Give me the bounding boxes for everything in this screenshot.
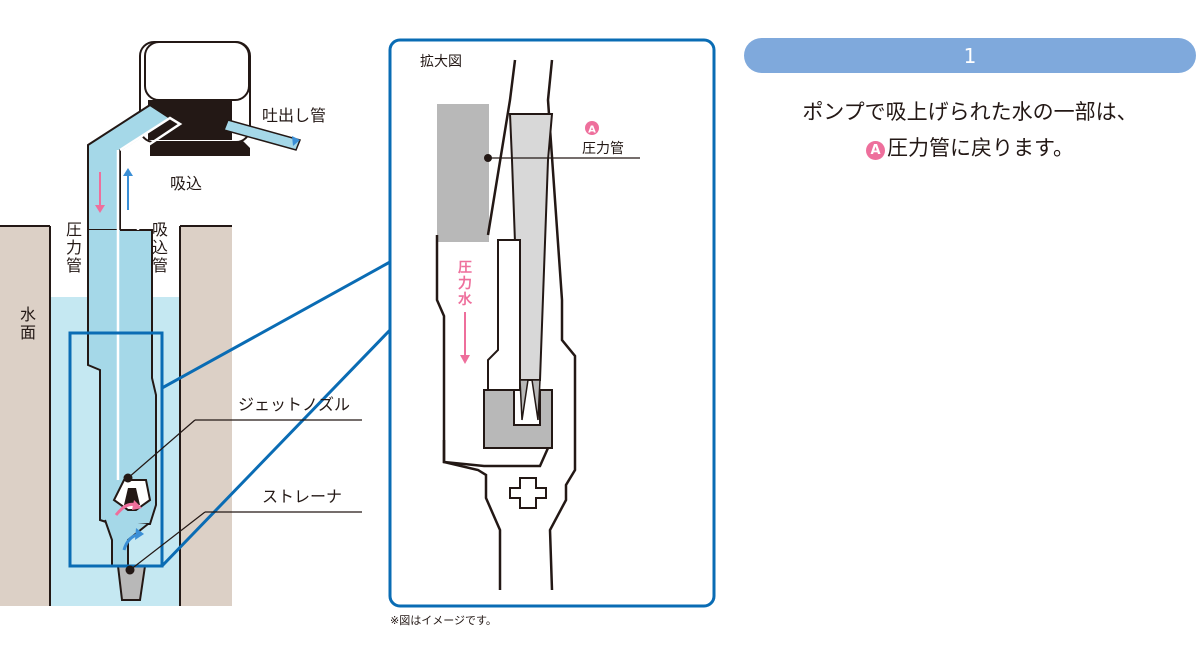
suction-pipe-vertical-label: 吸 込 管: [152, 220, 168, 275]
pressure-pipe-vertical-label: 圧 力 管: [66, 220, 82, 275]
marker-a: [585, 121, 599, 135]
pipes: [87, 103, 183, 601]
strainer-label: ストレーナ: [262, 487, 342, 506]
image-note: ※図はイメージです。: [390, 614, 497, 627]
pressure-pipe-char-2: 力: [66, 238, 82, 257]
pressure-water-arrow: [460, 355, 470, 364]
pressure-water-char-2: 力: [458, 275, 472, 292]
marker-a-badge: A: [866, 141, 886, 160]
step-line-1: ポンプで吸上げられた水の一部は、: [802, 100, 1138, 124]
suction-pipe-char-3: 管: [152, 256, 168, 275]
water-surface-vertical-label: 水 面: [20, 305, 36, 342]
soil-right: [180, 226, 232, 606]
suction-pipe-char-2: 込: [152, 238, 168, 257]
suction-pipe-char-1: 吸: [152, 220, 168, 239]
pump-head: [139, 41, 302, 156]
pressure-pipe-char-3: 管: [66, 256, 82, 275]
zoom-panel: 拡大図 A 圧力管 圧 力 水: [388, 38, 716, 608]
marker-a-letter: A: [588, 125, 596, 136]
jet-nozzle-label: ジェットノズル: [238, 395, 350, 414]
zoom-frame: [68, 331, 164, 568]
suction-label: 吸込: [170, 174, 202, 193]
water-surface-char-1: 水: [20, 305, 36, 324]
pressure-water-char-3: 水: [458, 291, 473, 308]
pressure-water-char-1: 圧: [458, 260, 472, 276]
step-number-bar: 1: [744, 38, 1196, 73]
soil-left: [0, 226, 50, 606]
step-line-2: 圧力管に戻ります。: [887, 136, 1074, 160]
zoom-pressure-pipe-label: 圧力管: [582, 141, 624, 157]
zoom-panel-title: 拡大図: [420, 54, 462, 70]
pressure-water-vertical-label: 圧 力 水: [458, 260, 473, 308]
water-surface-char-2: 面: [20, 323, 36, 342]
well-diagram: 吐出し管 吸込 圧 力 管 吸 込 管 水 面 ジェットノズル ストレーナ: [0, 41, 392, 606]
flow-arrows: [95, 168, 144, 551]
discharge-pipe-label: 吐出し管: [262, 106, 326, 125]
pressure-area: [437, 104, 489, 242]
pressure-pipe-char-1: 圧: [66, 220, 82, 239]
